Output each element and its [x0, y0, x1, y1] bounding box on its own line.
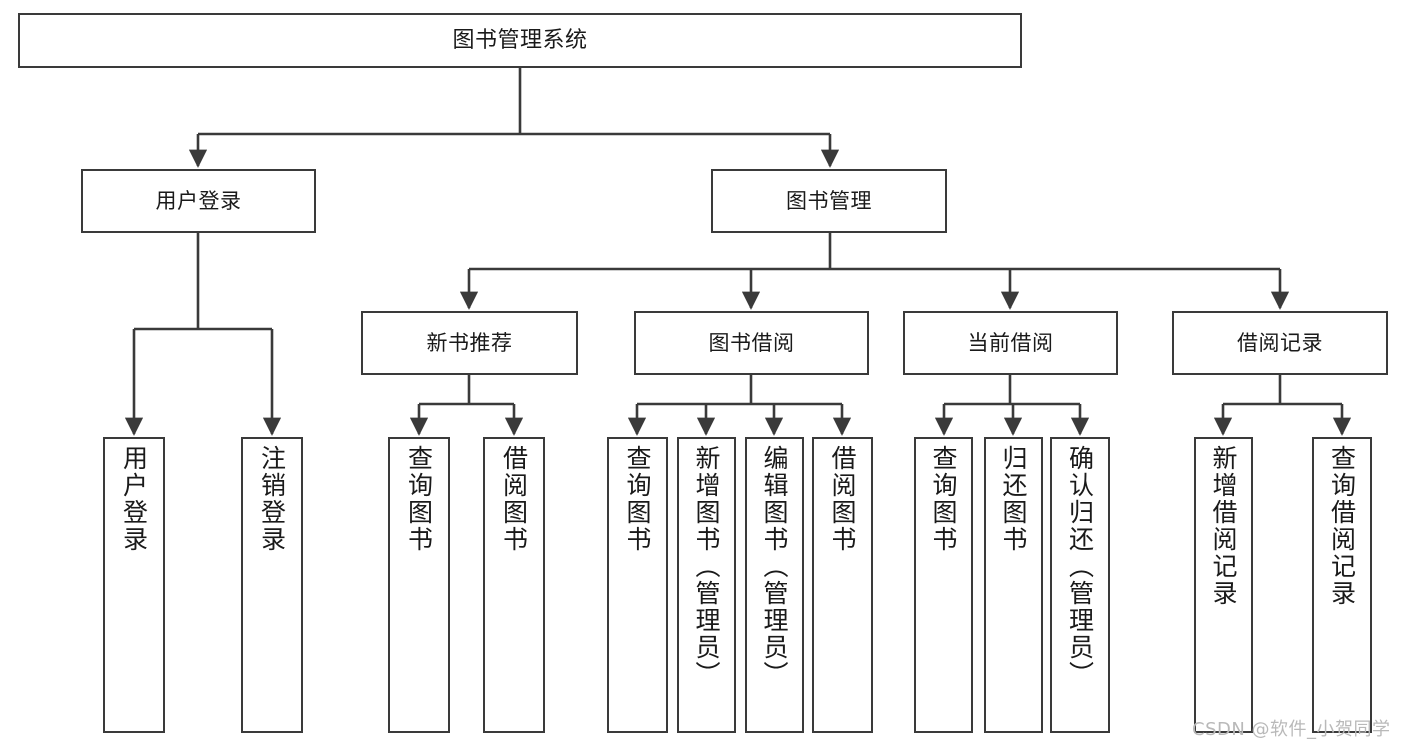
leaf-current-borrow-query[interactable]: 查询图书 — [914, 437, 973, 733]
node-label: 新增图书（管理员） — [692, 445, 721, 688]
leaf-book-borrow-add[interactable]: 新增图书（管理员） — [677, 437, 736, 733]
leaf-user-login-logout[interactable]: 注销登录 — [241, 437, 303, 733]
leaf-new-book-borrow[interactable]: 借阅图书 — [483, 437, 545, 733]
node-label: 查询图书 — [404, 445, 434, 553]
leaf-current-borrow-confirm-return[interactable]: 确认归还（管理员） — [1050, 437, 1110, 733]
node-label: 确认归还（管理员） — [1065, 445, 1095, 688]
node-label: 新增借阅记录 — [1209, 445, 1238, 607]
node-new-book-recommend[interactable]: 新书推荐 — [361, 311, 578, 375]
node-book-management[interactable]: 图书管理 — [711, 169, 947, 233]
leaf-current-borrow-return[interactable]: 归还图书 — [984, 437, 1043, 733]
node-book-borrow[interactable]: 图书借阅 — [634, 311, 869, 375]
node-label: 编辑图书（管理员） — [760, 445, 789, 688]
leaf-book-borrow-edit[interactable]: 编辑图书（管理员） — [745, 437, 804, 733]
leaf-borrow-record-query[interactable]: 查询借阅记录 — [1312, 437, 1372, 733]
node-label: 当前借阅 — [967, 330, 1054, 355]
watermark-text: CSDN @软件_小贺同学 — [1192, 719, 1391, 740]
node-label: 查询借阅记录 — [1327, 445, 1357, 607]
node-root-system[interactable]: 图书管理系统 — [18, 13, 1022, 68]
leaf-book-borrow-query[interactable]: 查询图书 — [607, 437, 668, 733]
node-label: 新书推荐 — [426, 330, 513, 355]
node-label: 用户登录 — [155, 188, 242, 213]
node-user-login[interactable]: 用户登录 — [81, 169, 316, 233]
node-label: 借阅图书 — [499, 445, 529, 553]
node-label: 注销登录 — [257, 445, 287, 553]
node-label: 用户登录 — [119, 445, 149, 553]
node-borrow-record[interactable]: 借阅记录 — [1172, 311, 1388, 375]
node-label: 借阅记录 — [1237, 330, 1323, 355]
node-label: 借阅图书 — [828, 445, 857, 553]
leaf-new-book-query[interactable]: 查询图书 — [388, 437, 450, 733]
node-label: 归还图书 — [999, 445, 1028, 553]
node-label: 图书管理系统 — [452, 27, 588, 53]
node-label: 图书管理 — [786, 188, 872, 213]
node-label: 图书借阅 — [708, 330, 795, 355]
node-current-borrow[interactable]: 当前借阅 — [903, 311, 1118, 375]
node-label: 查询图书 — [623, 445, 652, 553]
node-label: 查询图书 — [929, 445, 958, 553]
leaf-book-borrow-borrow[interactable]: 借阅图书 — [812, 437, 873, 733]
leaf-borrow-record-add[interactable]: 新增借阅记录 — [1194, 437, 1253, 733]
leaf-user-login-login[interactable]: 用户登录 — [103, 437, 165, 733]
